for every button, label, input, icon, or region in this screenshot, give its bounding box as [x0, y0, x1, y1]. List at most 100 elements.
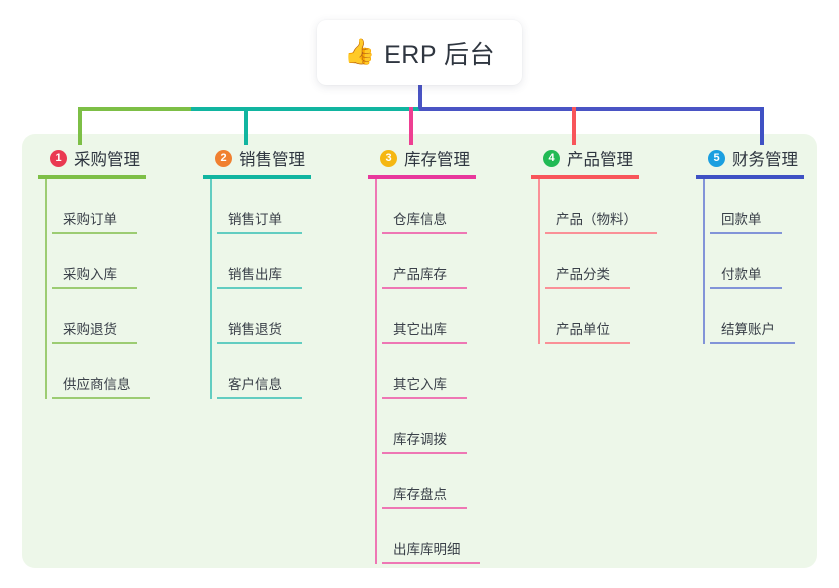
branch-item-underline: [545, 287, 630, 289]
branch-item-list: 销售订单销售出库销售退货客户信息: [203, 179, 311, 399]
branch-item-label: 采购订单: [63, 212, 117, 228]
branch-item-underline: [710, 342, 795, 344]
branch-item-underline: [382, 452, 467, 454]
branch-item-label: 产品分类: [556, 267, 610, 283]
branch-underline: [203, 175, 311, 179]
branch-trunk-line: [703, 179, 705, 344]
branch-item-label: 销售订单: [228, 212, 282, 228]
branch-underline: [368, 175, 476, 179]
branch-item[interactable]: 回款单: [703, 179, 804, 234]
branch-item-label: 出库库明细: [393, 542, 461, 558]
branch-item-label: 结算账户: [721, 322, 775, 338]
connector-drop-3: [409, 107, 413, 145]
branch-item-label: 产品库存: [393, 267, 447, 283]
branch-item[interactable]: 产品分类: [538, 234, 639, 289]
connector-drop-2: [244, 107, 248, 145]
branch-header-5[interactable]: 5 财务管理: [696, 145, 804, 171]
branch-number-badge: 2: [215, 149, 232, 167]
branch-item[interactable]: 仓库信息: [375, 179, 476, 234]
branch-item-label: 其它入库: [393, 377, 447, 393]
branch-item-underline: [217, 397, 302, 399]
branch-item[interactable]: 产品单位: [538, 289, 639, 344]
branch-item[interactable]: 库存调拨: [375, 399, 476, 454]
branch-item[interactable]: 产品（物料）: [538, 179, 657, 234]
branch-column-5[interactable]: 5 财务管理回款单付款单结算账户: [696, 145, 804, 344]
branch-item-label: 其它出库: [393, 322, 447, 338]
branch-number-badge: 1: [50, 149, 67, 167]
root-node-card[interactable]: 👍 ERP 后台: [317, 20, 522, 85]
branch-item-underline: [710, 287, 782, 289]
branch-underline: [696, 175, 804, 179]
branch-item-list: 产品（物料） 产品分类产品单位: [531, 179, 657, 344]
branch-item-underline: [710, 232, 782, 234]
connector-bus-middle: [191, 107, 420, 111]
branch-item-underline: [52, 397, 150, 399]
branch-item[interactable]: 采购订单: [45, 179, 146, 234]
branch-item-label: 回款单: [721, 212, 762, 228]
root-node-content: 👍 ERP 后台: [344, 35, 495, 71]
branch-item-underline: [52, 342, 137, 344]
branch-item-label: 付款单: [721, 267, 762, 283]
branch-trunk-line: [45, 179, 47, 399]
branch-title: 销售管理: [239, 151, 305, 169]
branch-column-2[interactable]: 2 销售管理销售订单销售出库销售退货客户信息: [203, 145, 311, 399]
branch-number-badge: 3: [380, 149, 397, 167]
branch-item[interactable]: 其它入库: [375, 344, 476, 399]
branch-item[interactable]: 库存盘点: [375, 454, 476, 509]
branch-item-label: 仓库信息: [393, 212, 447, 228]
branch-item[interactable]: 供应商信息: [45, 344, 150, 399]
connector-drop-5: [760, 107, 764, 145]
branch-item[interactable]: 其它出库: [375, 289, 476, 344]
branch-item-label: 客户信息: [228, 377, 282, 393]
branch-number-badge: 4: [543, 149, 560, 167]
branch-item-underline: [382, 397, 467, 399]
connector-bus-right: [419, 107, 763, 111]
branch-column-3[interactable]: 3 库存管理仓库信息产品库存其它出库其它入库库存调拨库存盘点出库库明细: [368, 145, 480, 564]
branch-trunk-line: [375, 179, 377, 564]
branch-item-label: 采购退货: [63, 322, 117, 338]
branch-item-underline: [52, 287, 137, 289]
branch-header-2[interactable]: 2 销售管理: [203, 145, 311, 171]
branch-trunk-line: [210, 179, 212, 399]
branch-number-badge: 5: [708, 149, 725, 167]
branch-item-label: 库存盘点: [393, 487, 447, 503]
branch-item[interactable]: 销售出库: [210, 234, 311, 289]
branch-item-underline: [382, 232, 467, 234]
branch-item-underline: [382, 287, 467, 289]
branch-item[interactable]: 采购退货: [45, 289, 146, 344]
branch-item-underline: [217, 232, 302, 234]
connector-drop-1: [78, 107, 82, 145]
branch-item[interactable]: 客户信息: [210, 344, 311, 399]
branch-item-label: 产品（物料）: [556, 212, 637, 228]
branch-item-list: 采购订单采购入库采购退货供应商信息: [38, 179, 150, 399]
branch-item[interactable]: 销售退货: [210, 289, 311, 344]
branch-item-underline: [52, 232, 137, 234]
branch-item[interactable]: 付款单: [703, 234, 804, 289]
branch-column-1[interactable]: 1 采购管理采购订单采购入库采购退货供应商信息: [38, 145, 150, 399]
branch-item[interactable]: 结算账户: [703, 289, 804, 344]
branch-header-3[interactable]: 3 库存管理: [368, 145, 476, 171]
branch-item-underline: [382, 562, 480, 564]
branch-item-underline: [545, 232, 657, 234]
branch-title: 财务管理: [732, 151, 798, 169]
branch-title: 采购管理: [74, 151, 140, 169]
branch-header-1[interactable]: 1 采购管理: [38, 145, 146, 171]
branch-item[interactable]: 出库库明细: [375, 509, 480, 564]
branch-underline: [531, 175, 639, 179]
branch-item-list: 仓库信息产品库存其它出库其它入库库存调拨库存盘点出库库明细: [368, 179, 480, 564]
branch-title: 库存管理: [404, 151, 470, 169]
branch-item-label: 产品单位: [556, 322, 610, 338]
root-connector-stem: [418, 83, 422, 109]
branch-item-underline: [545, 342, 630, 344]
connector-drop-4: [572, 107, 576, 145]
branch-item-label: 库存调拨: [393, 432, 447, 448]
branch-item[interactable]: 销售订单: [210, 179, 311, 234]
branch-item-label: 销售退货: [228, 322, 282, 338]
branch-underline: [38, 175, 146, 179]
branch-item[interactable]: 产品库存: [375, 234, 476, 289]
root-node-title: ERP 后台: [384, 40, 496, 69]
branch-item[interactable]: 采购入库: [45, 234, 146, 289]
